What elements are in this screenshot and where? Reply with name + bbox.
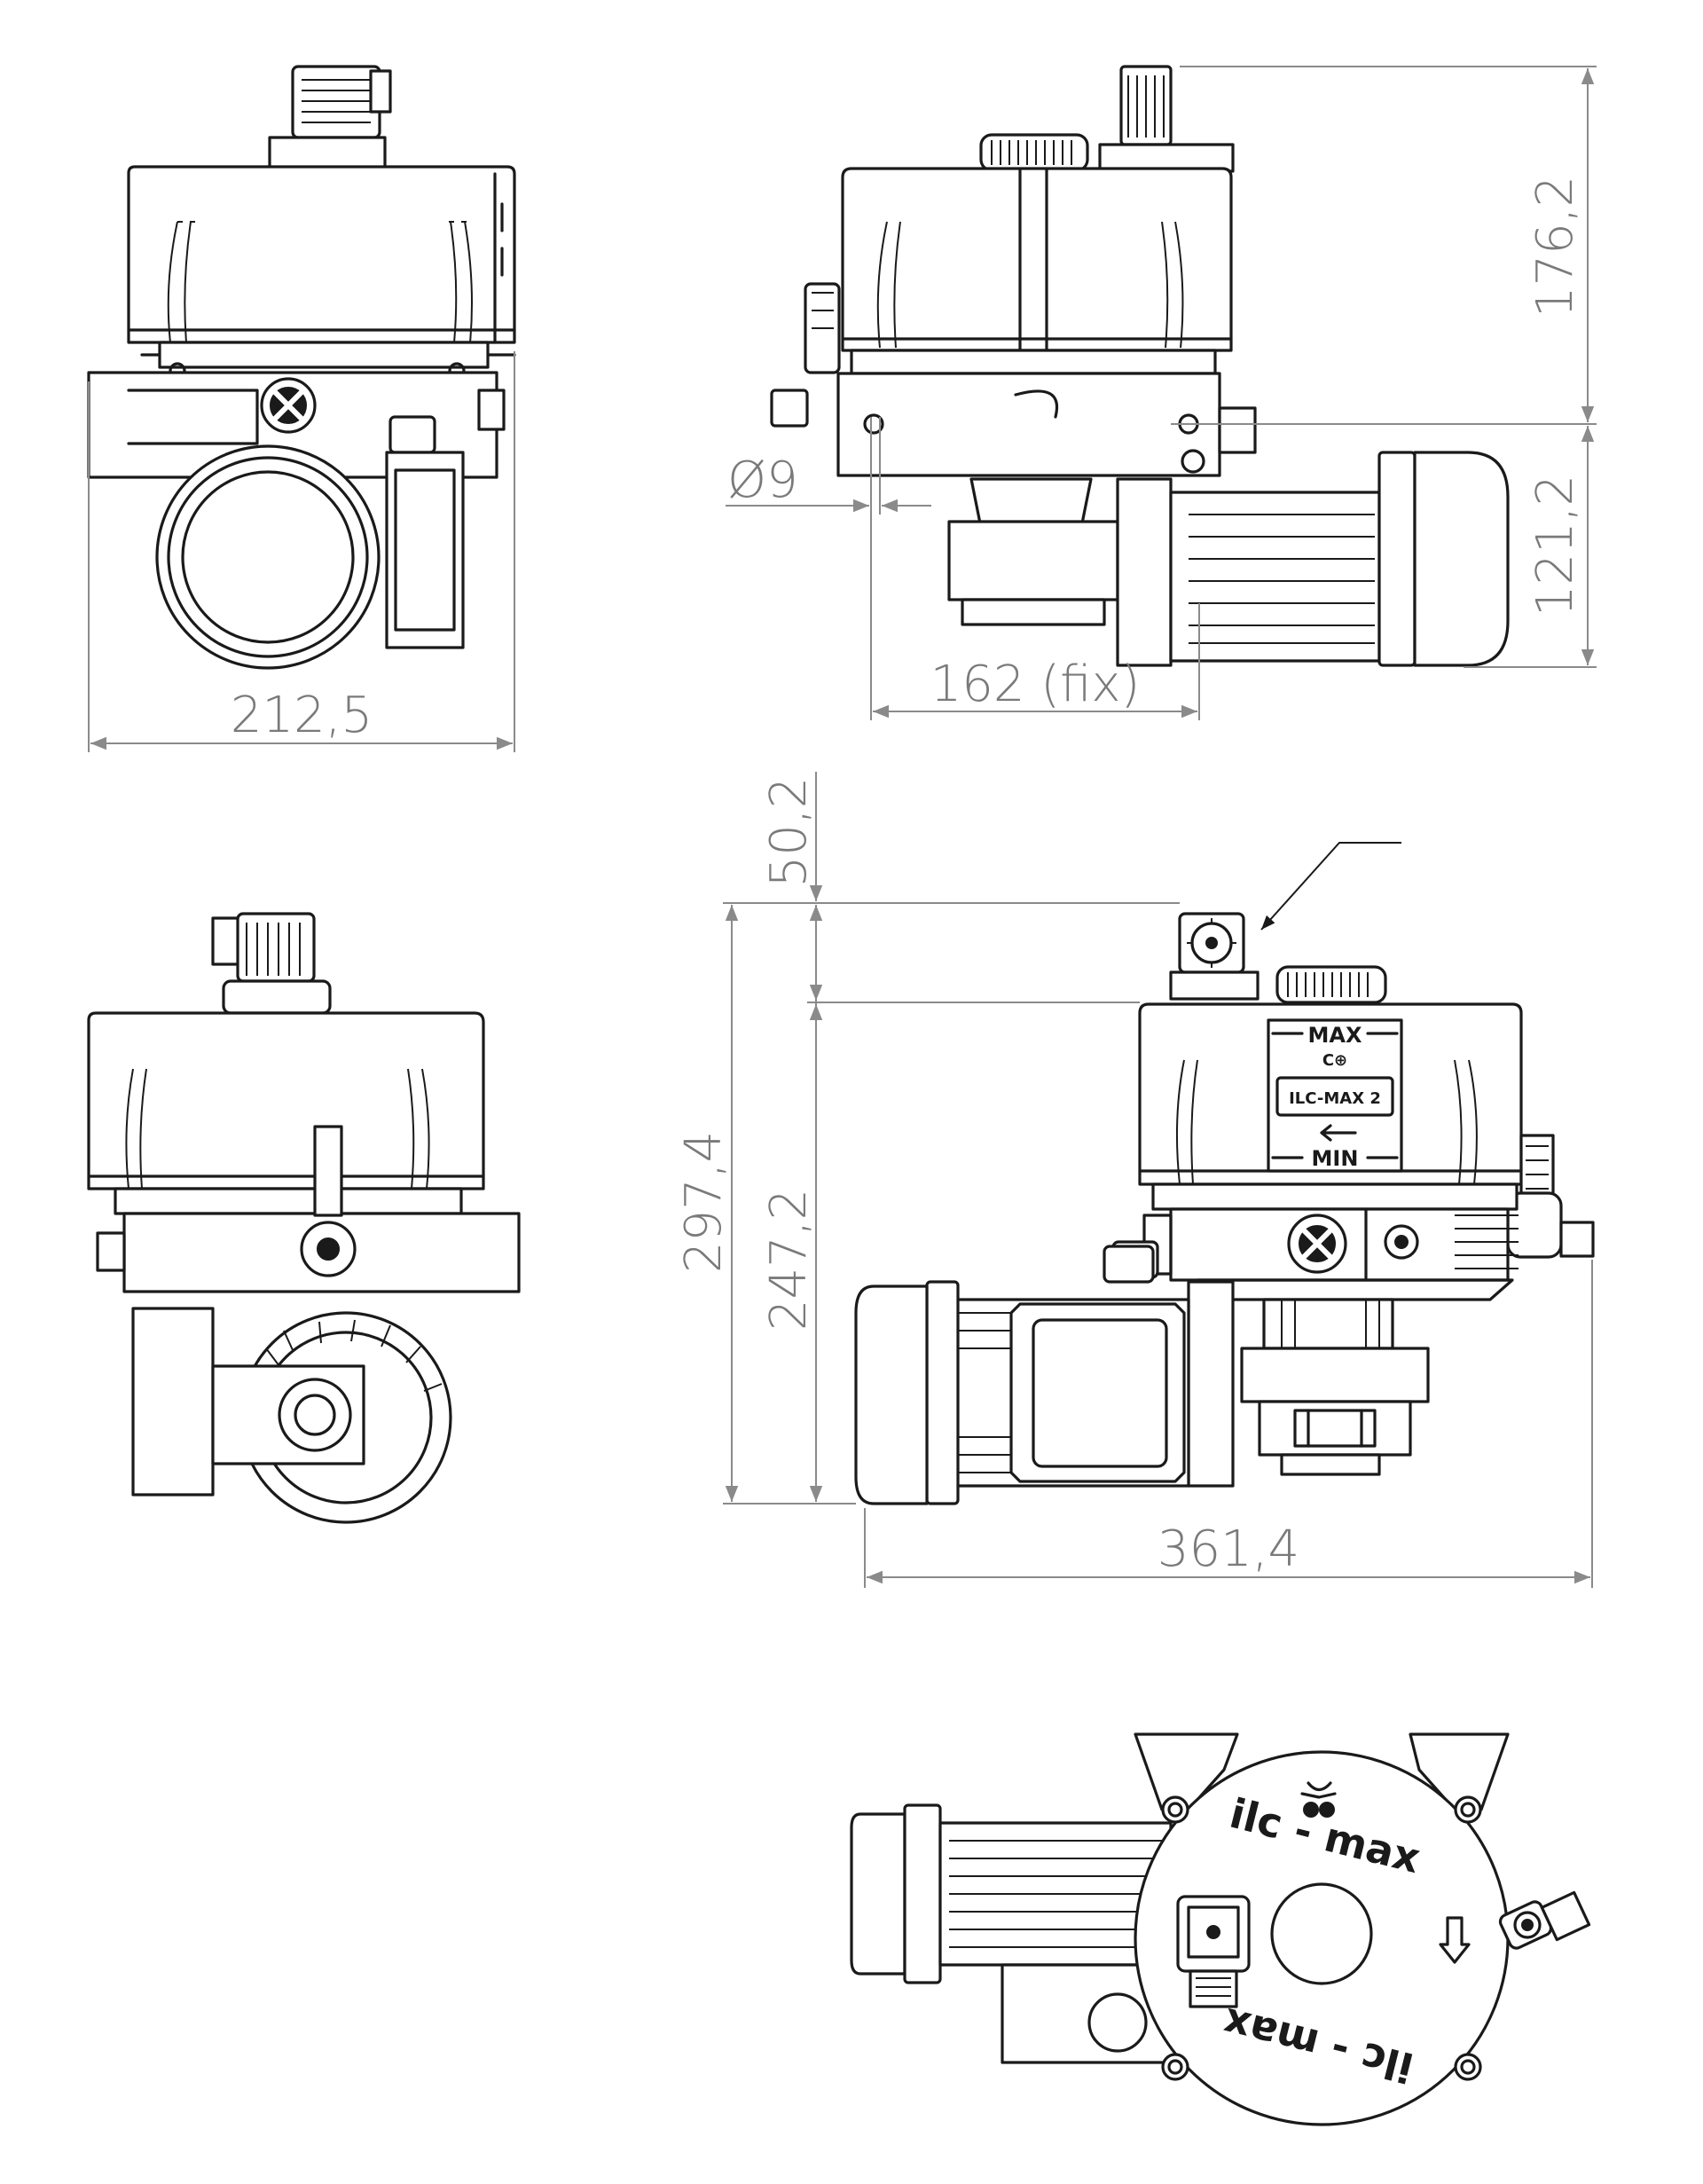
connector-clip bbox=[369, 69, 392, 114]
reservoir-housing-rear bbox=[87, 1011, 485, 1190]
level-icon-text: C⊕ bbox=[1322, 1051, 1347, 1070]
dim-height-lower: 121,2 bbox=[1526, 475, 1584, 617]
dim-width-front: 212,5 bbox=[231, 687, 373, 744]
level-max-label: MAX bbox=[1308, 1023, 1362, 1048]
front-view bbox=[87, 65, 516, 670]
motor-fan-cover-side bbox=[1413, 451, 1510, 667]
bracket-side bbox=[836, 372, 1221, 477]
level-min-label: MIN bbox=[1312, 1146, 1359, 1171]
valve-block bbox=[385, 451, 465, 649]
motor-flange-main bbox=[1187, 1280, 1235, 1488]
reservoir-housing-side bbox=[841, 167, 1233, 352]
main-view: MAX C⊕ ILC-MAX 2 MIN bbox=[854, 842, 1595, 1505]
rear-view bbox=[87, 912, 521, 1524]
motor-fan-cover-top bbox=[850, 1812, 906, 1976]
dim-fix-distance: 162 (fix) bbox=[930, 656, 1141, 713]
model-label: ILC-MAX 2 bbox=[1289, 1089, 1381, 1108]
top-view: ilc - max ilc - max bbox=[850, 1732, 1591, 2126]
dimension-lines: 212,5 176,2 121,2 Ø9 162 (fix) 50,2 297,… bbox=[88, 66, 1597, 1588]
pump-motor-end bbox=[155, 444, 381, 670]
valve-block-rear bbox=[131, 1307, 215, 1497]
motor-fan-cover-main bbox=[854, 1284, 929, 1505]
down-arrow-icon bbox=[1439, 1916, 1471, 1964]
pump-gearbox bbox=[1240, 1347, 1430, 1403]
gauge-leader-line bbox=[1260, 842, 1401, 931]
dim-total-height: 297,4 bbox=[675, 1131, 733, 1273]
dim-body-height: 247,2 bbox=[760, 1189, 818, 1331]
terminal-box bbox=[1009, 1302, 1186, 1483]
filler-opening bbox=[1270, 1882, 1373, 1985]
motor-flange-side bbox=[1116, 477, 1173, 667]
dim-hole-diameter: Ø9 bbox=[727, 452, 798, 509]
dim-total-length: 361,4 bbox=[1158, 1520, 1299, 1578]
side-view bbox=[770, 65, 1510, 667]
motor-body-side bbox=[1169, 491, 1381, 663]
left-arrow-icon bbox=[1320, 1124, 1357, 1142]
dim-height-upper: 176,2 bbox=[1526, 176, 1584, 318]
housing-flange bbox=[158, 341, 490, 369]
dim-cap-height: 50,2 bbox=[760, 777, 818, 888]
reservoir-housing bbox=[127, 165, 516, 344]
mount-ear-left bbox=[1134, 1732, 1239, 1811]
